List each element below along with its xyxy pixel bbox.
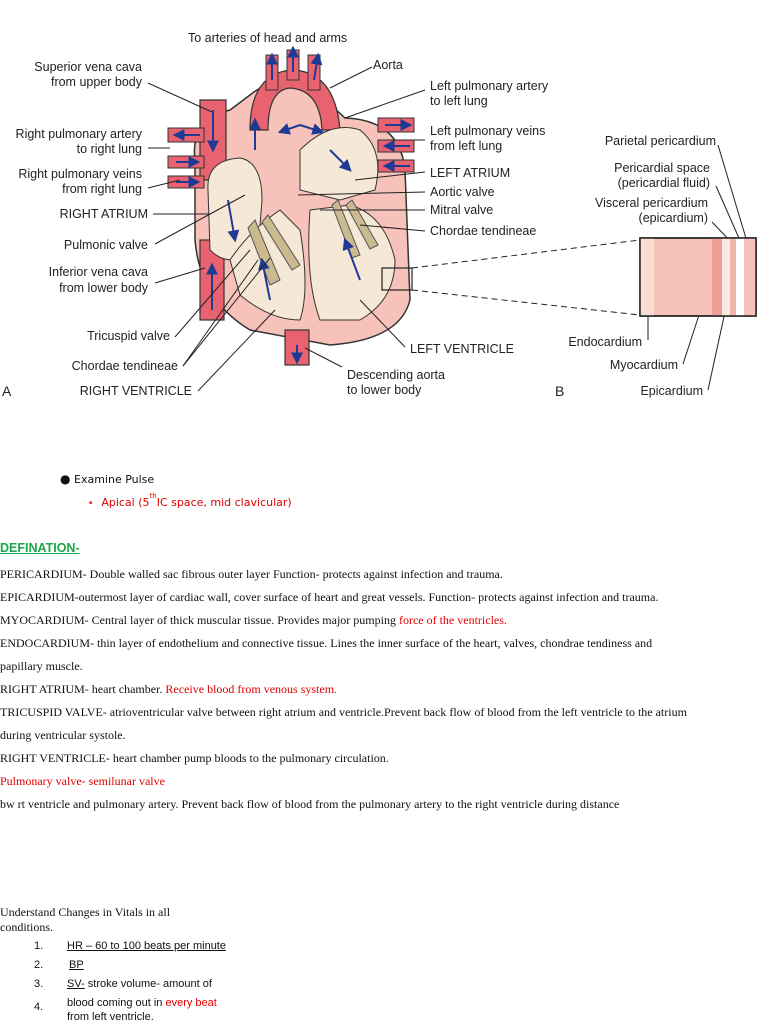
label-panel-a: A [2,383,12,399]
label-tricuspid-valve: Tricuspid valve [87,329,170,343]
def-tricuspid: TRICUSPID VALVE- atrioventricular valve … [0,705,687,719]
vital-bp: BP [69,959,84,971]
sub-bullet-dot-icon: • [88,499,94,509]
def-right-atrium-text: RIGHT ATRIUM- heart chamber. [0,682,166,696]
definition-heading: DEFINATION- [0,541,80,555]
label-visceral-pericardium-2: (epicardium) [639,211,708,225]
label-chordae-right: Chordae tendineae [430,224,536,238]
label-ivc-1: Inferior vena cava [49,265,148,279]
list-number: 2. [34,959,44,971]
def-endocardium: ENDOCARDIUM- thin layer of endothelium a… [0,636,653,650]
label-aortic-valve: Aortic valve [430,185,495,199]
label-rpv-2: from right lung [62,182,142,196]
def-pulmonary-valve-cont: bw rt ventricle and pulmonary artery. Pr… [0,797,620,811]
label-lpa-1: Left pulmonary artery [430,79,549,93]
apical-superscript: th [149,492,157,500]
heart-illustration [167,45,415,366]
label-left-ventricle: LEFT VENTRICLE [410,342,514,356]
label-rpv-1: Right pulmonary veins [18,167,142,181]
bullet-dot-icon: ● [60,472,71,486]
def-myocardium-text: MYOCARDIUM- Central layer of thick muscu… [0,613,399,627]
label-lpv-1: Left pulmonary veins [430,124,545,138]
apical-text-pre: Apical (5 [101,496,150,509]
label-chordae-left: Chordae tendineae [72,359,178,373]
label-mitral-valve: Mitral valve [430,203,493,217]
def-tricuspid-cont: during ventricular systole. [0,728,126,742]
def-endocardium-cont: papillary muscle. [0,659,83,673]
label-pericardial-space-1: Pericardial space [614,161,710,175]
diagram-labels: To arteries of head and arms Aorta Super… [2,31,716,399]
wall-layers-panel [639,237,757,317]
label-endocardium: Endocardium [568,335,642,349]
def-right-atrium-highlight: Receive blood from venous system. [165,682,338,696]
def-epicardium: EPICARDIUM-outermost layer of cardiac wa… [0,590,659,604]
vital-sv-desc: stroke volume- amount of [84,978,212,990]
label-descending-aorta-1: Descending aorta [347,368,445,382]
label-rpa-1: Right pulmonary artery [16,127,143,141]
list-number: 1. [34,940,44,952]
label-myocardium: Myocardium [610,358,678,372]
label-descending-aorta-2: to lower body [347,383,422,397]
label-parietal-pericardium: Parietal pericardium [605,134,716,148]
label-svc-2: from upper body [51,75,143,89]
label-rpa-2: to right lung [77,142,142,156]
def-myocardium-highlight: force of the ventricles. [398,613,507,627]
pulse-bullet: ● Examine Pulse [60,472,154,486]
def-right-atrium: RIGHT ATRIUM- heart chamber. Receive blo… [0,678,768,701]
vital-sv: SV- stroke volume- amount of [67,978,212,990]
apical-text-post: IC space, mid clavicular) [156,496,292,509]
vital-hr: HR – 60 to 100 beats per minute [67,940,226,952]
leader-lines [147,66,749,392]
vital-every-beat: every beat [165,997,217,1009]
definitions-block: PERICARDIUM- Double walled sac fibrous o… [0,563,768,816]
def-pulmonary-valve: Pulmonary valve- semilunar valve [0,774,165,788]
label-visceral-pericardium-1: Visceral pericardium [595,196,708,210]
label-lpa-2: to left lung [430,94,488,108]
label-pulmonic-valve: Pulmonic valve [64,238,148,252]
label-epicardium: Epicardium [640,384,703,398]
label-to-arteries: To arteries of head and arms [188,31,347,45]
def-right-ventricle: RIGHT VENTRICLE- heart chamber pump bloo… [0,751,389,765]
vital-sv-cont: blood coming out in every beat [67,997,217,1009]
def-pericardium: PERICARDIUM- Double walled sac fibrous o… [0,567,503,581]
def-myocardium: MYOCARDIUM- Central layer of thick muscu… [0,609,768,632]
label-pericardial-space-2: (pericardial fluid) [618,176,710,190]
label-lpv-2: from left lung [430,139,502,153]
label-left-atrium: LEFT ATRIUM [430,166,510,180]
label-svc-1: Superior vena cava [34,60,142,74]
examine-pulse-text: Examine Pulse [74,473,155,486]
vital-sv-cont-2: from left ventricle. [67,1011,154,1023]
label-panel-b: B [555,383,564,399]
vital-sv-cont-text: blood coming out in [67,997,166,1009]
label-right-ventricle: RIGHT VENTRICLE [80,384,192,398]
label-ivc-2: from lower body [59,281,149,295]
vitals-heading: Understand Changes in Vitals in all cond… [0,905,171,934]
vital-sv-abbr: SV- [67,978,85,990]
label-right-atrium: RIGHT ATRIUM [60,207,148,221]
list-number: 4. [34,1001,44,1013]
list-number: 3. [34,978,44,990]
heart-anatomy-diagram: To arteries of head and arms Aorta Super… [2,31,757,399]
label-aorta: Aorta [373,58,403,72]
